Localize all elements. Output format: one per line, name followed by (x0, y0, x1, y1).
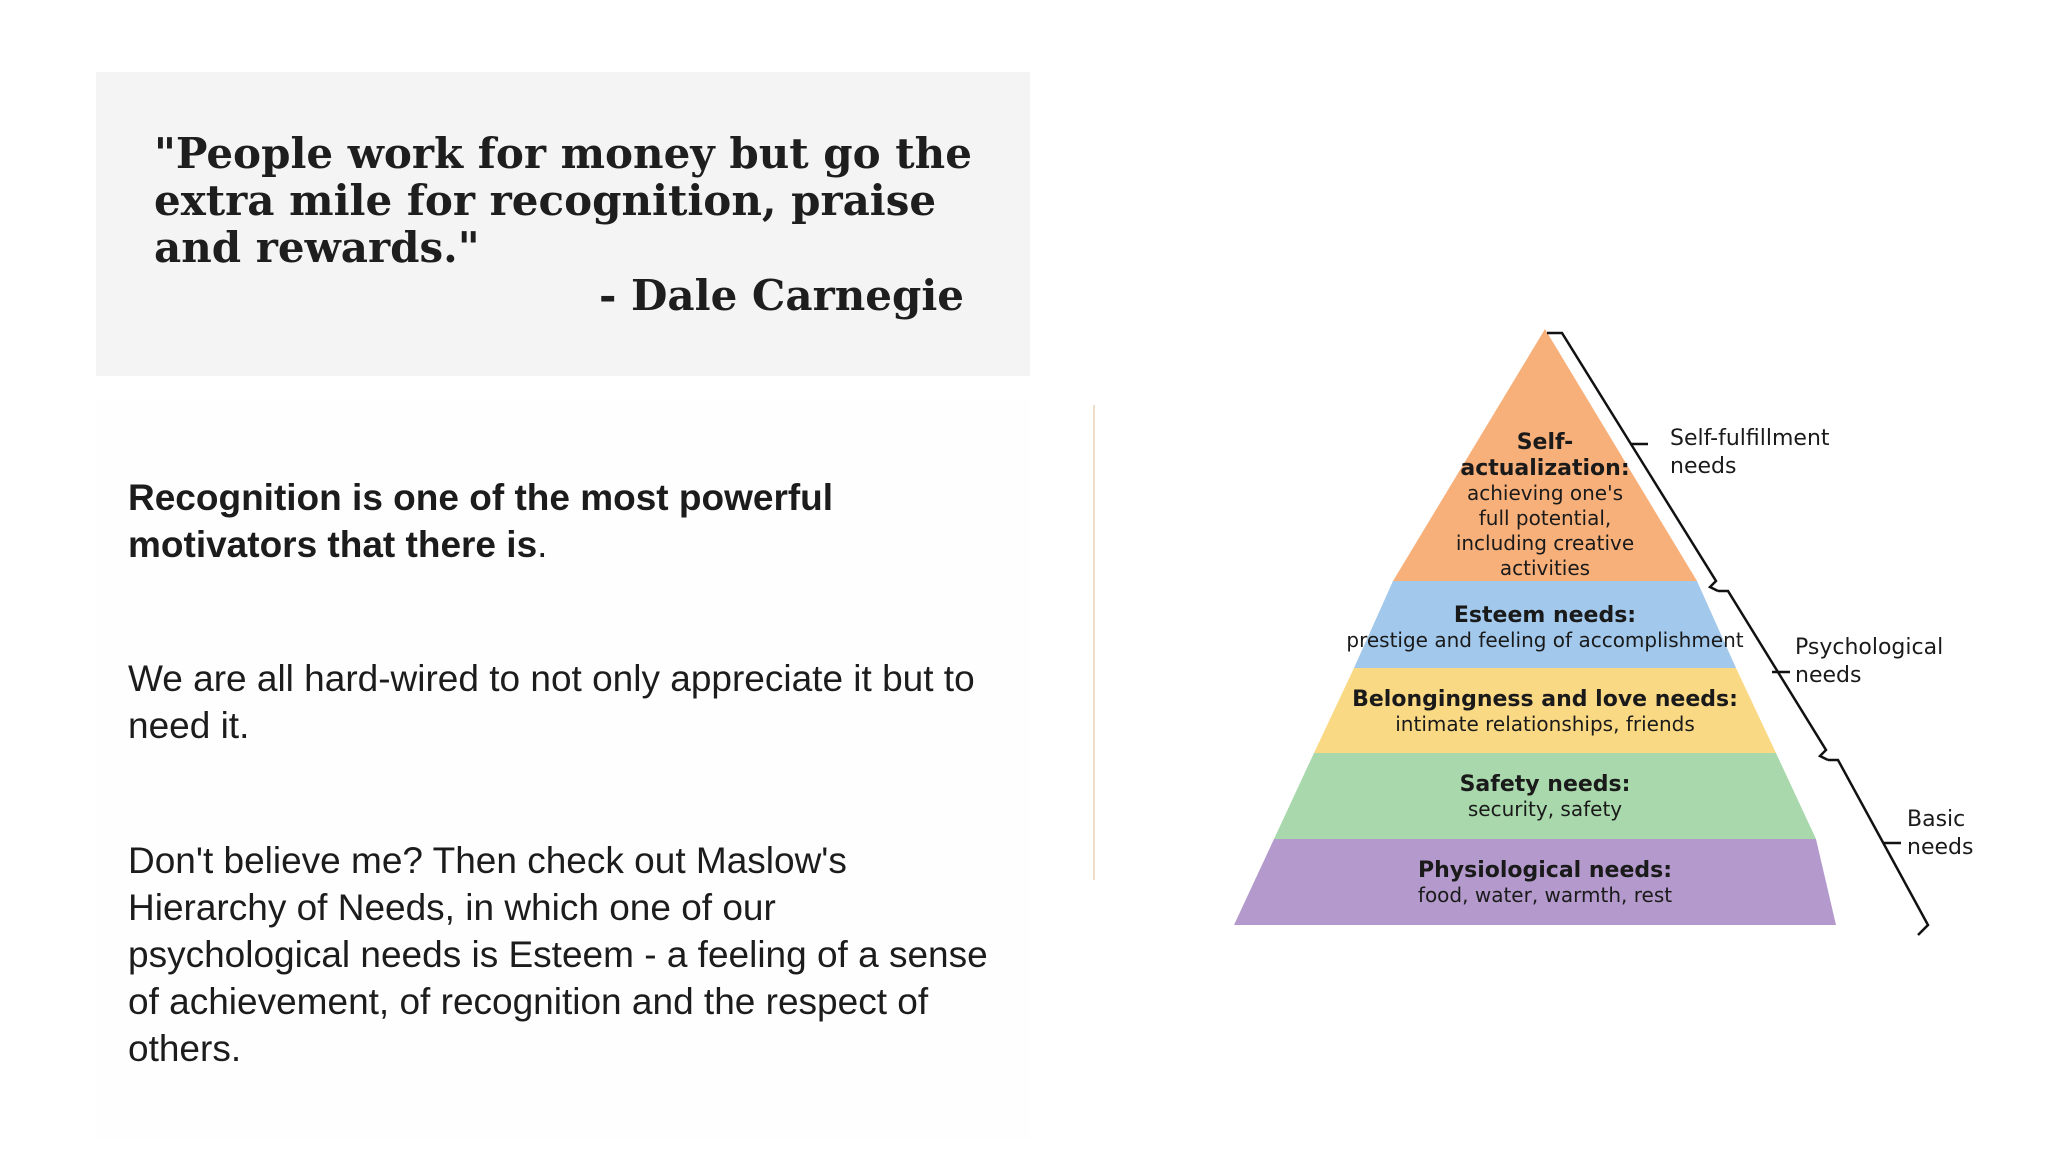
quote-box: "People work for money but go the extra … (96, 72, 1030, 376)
level-3-desc: intimate relationships, friends (1395, 712, 1694, 736)
hard-wired-paragraph: We are all hard-wired to not only apprec… (128, 658, 975, 746)
quote-author: - Dale Carnegie (598, 271, 964, 320)
pyramid-level-belongingness (1314, 668, 1776, 753)
level-3-title: Belongingness and love needs: (1352, 687, 1738, 712)
bracket-self-fulfillment (1547, 331, 1719, 593)
level-4-desc: security, safety (1468, 797, 1622, 821)
pyramid-level-esteem (1354, 581, 1736, 668)
level-2-title: Esteem needs: (1454, 603, 1636, 628)
group-psychological-line-1: Psychological (1795, 635, 1943, 660)
pyramid-level-physiological (1234, 839, 1836, 925)
level-4-title: Safety needs: (1460, 772, 1631, 797)
maslow-pyramid-diagram: Self- actualization: achieving one's ful… (1234, 329, 1973, 936)
group-basic-line-2: needs (1907, 835, 1973, 860)
level-1-title-line-2: actualization: (1460, 456, 1629, 481)
group-psychological-line-2: needs (1795, 663, 1861, 688)
level-5-desc: food, water, warmth, rest (1418, 883, 1672, 907)
pyramid-level-self-actualization (1393, 329, 1697, 581)
group-self-fulfillment-line-1: Self-fulfillment (1670, 426, 1830, 451)
group-basic-line-1: Basic (1907, 807, 1965, 832)
level-1-desc-line-4: activities (1500, 556, 1590, 580)
bracket-psychological (1718, 589, 1829, 762)
pyramid-level-safety (1274, 753, 1816, 839)
text-panel: Recognition is one of the most powerful … (96, 400, 1030, 1140)
level-1-desc-line-3: including creative (1456, 531, 1634, 555)
level-1-desc-line-2: full potential, (1479, 506, 1612, 530)
recognition-statement-bold: Recognition is one of the most powerful … (128, 477, 834, 565)
level-1-title-line-1: Self- (1517, 430, 1574, 455)
vertical-divider (1093, 405, 1095, 880)
quote-text: "People work for money but go the extra … (154, 129, 972, 272)
maslow-paragraph: Don't believe me? Then check out Maslow'… (128, 840, 988, 1069)
level-5-title: Physiological needs: (1418, 858, 1672, 883)
level-1-desc-line-1: achieving one's (1467, 481, 1623, 505)
recognition-statement-period: . (537, 524, 548, 565)
level-2-desc: prestige and feeling of accomplishment (1346, 628, 1743, 652)
recognition-statement: Recognition is one of the most powerful … (128, 474, 1008, 568)
group-self-fulfillment-line-2: needs (1670, 454, 1736, 479)
